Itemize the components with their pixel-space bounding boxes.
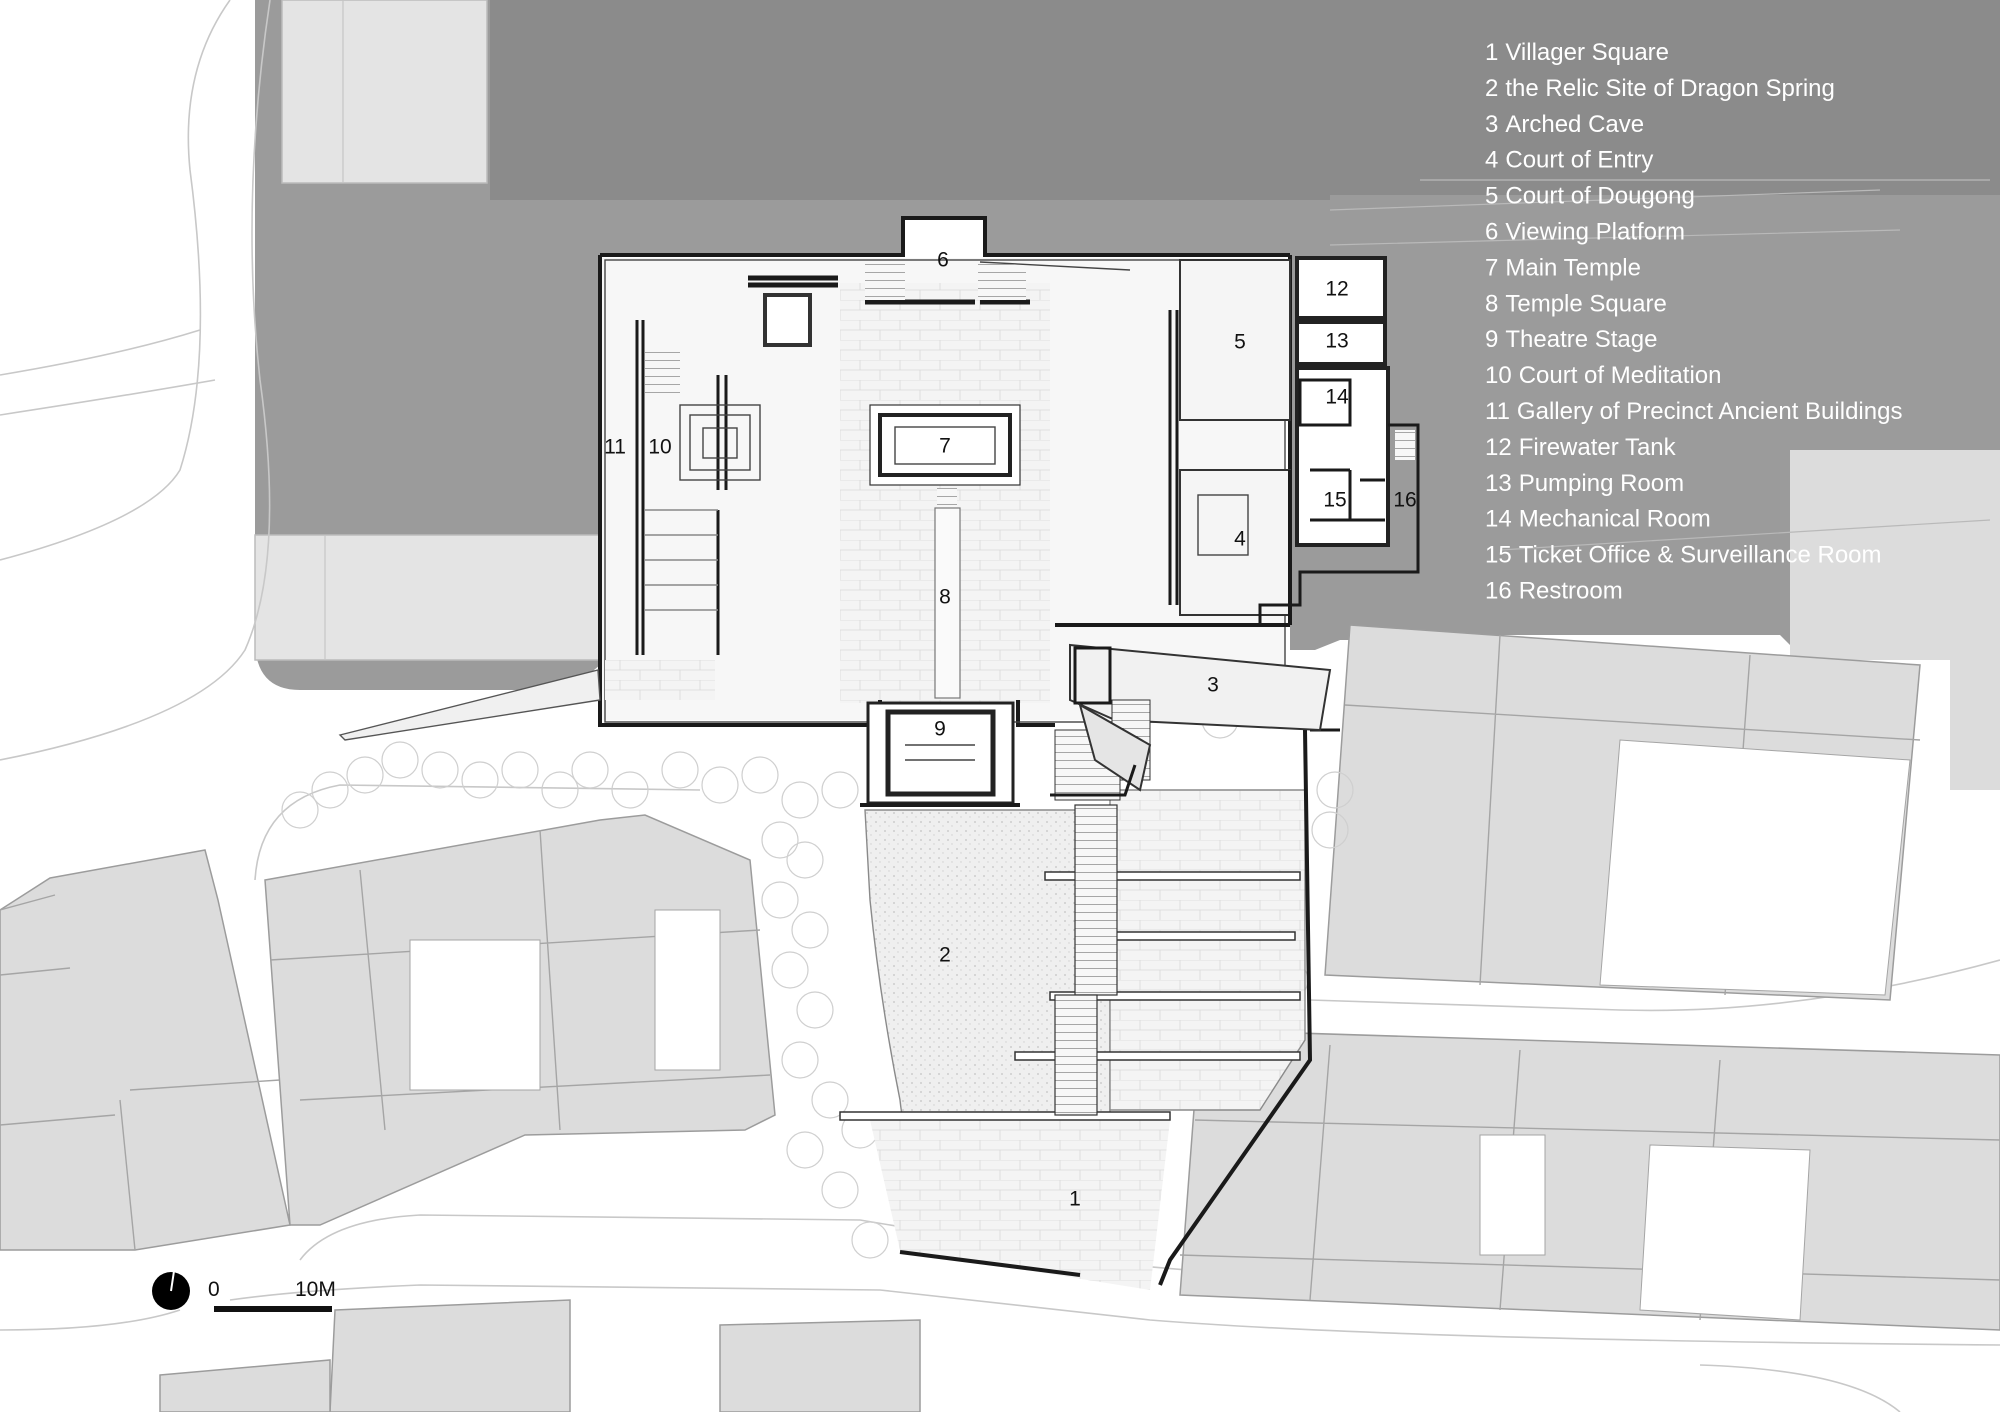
tree-icon bbox=[661, 751, 699, 789]
plan-label-10: 10 bbox=[648, 436, 671, 459]
plan-label-6: 6 bbox=[937, 249, 949, 272]
tree-icon bbox=[811, 1081, 849, 1119]
legend-item-name: the Relic Site of Dragon Spring bbox=[1505, 75, 1835, 102]
legend-item-name: Villager Square bbox=[1505, 39, 1669, 66]
legend-item-name: Ticket Office & Surveillance Room bbox=[1519, 542, 1882, 569]
legend-item-name: Court of Dougong bbox=[1505, 183, 1694, 210]
north-arrow-icon bbox=[152, 1270, 190, 1310]
plan-label-5: 5 bbox=[1234, 331, 1246, 354]
tree-icon bbox=[1311, 811, 1349, 849]
legend-item-name: Court of Entry bbox=[1505, 147, 1653, 174]
legend-item-name: Mechanical Room bbox=[1519, 506, 1711, 533]
plan-label-3: 3 bbox=[1207, 674, 1219, 697]
tree-icon bbox=[761, 881, 799, 919]
tree-icon bbox=[761, 821, 799, 859]
legend-item-name: Firewater Tank bbox=[1519, 434, 1677, 461]
tree-icon bbox=[611, 771, 649, 809]
tree-icon bbox=[786, 1131, 824, 1169]
tree-icon bbox=[281, 791, 319, 829]
plan-label-4: 4 bbox=[1234, 528, 1246, 551]
tree-icon bbox=[701, 766, 739, 804]
tree-icon bbox=[771, 951, 809, 989]
plan-label-12: 12 bbox=[1325, 278, 1348, 301]
legend-item-name: Arched Cave bbox=[1505, 111, 1644, 138]
legend-item-name: Restroom bbox=[1519, 578, 1623, 605]
tree-icon bbox=[781, 1041, 819, 1079]
temple-complex bbox=[338, 216, 1420, 807]
tree-icon bbox=[1316, 771, 1354, 809]
legend-item-name: Temple Square bbox=[1505, 290, 1666, 317]
terraces bbox=[839, 728, 1340, 1286]
legend-item-name: Gallery of Precinct Ancient Buildings bbox=[1517, 398, 1903, 425]
tree-icon bbox=[461, 761, 499, 799]
plan-label-9: 9 bbox=[934, 718, 946, 741]
plan-labels: 1 2 3 4 5 6 7 8 9 10 11 12 13 14 15 16 bbox=[604, 249, 1417, 1211]
tree-icon bbox=[381, 741, 419, 779]
scale-bar-end: 10M bbox=[295, 1278, 336, 1301]
relic-site-area bbox=[864, 789, 1306, 1290]
tree-icon bbox=[791, 911, 829, 949]
plan-label-16: 16 bbox=[1393, 489, 1416, 512]
tree-icon bbox=[786, 841, 824, 879]
scale-bar-start: 0 bbox=[208, 1278, 220, 1301]
tree-icon bbox=[781, 781, 819, 819]
plan-label-14: 14 bbox=[1325, 386, 1349, 409]
legend-item-name: Court of Meditation bbox=[1519, 362, 1722, 389]
plan-label-11: 11 bbox=[604, 436, 626, 459]
tree-icon bbox=[571, 751, 609, 789]
neighbour-buildings bbox=[0, 624, 2000, 1412]
plan-label-7: 7 bbox=[939, 435, 951, 458]
plan-label-1: 1 bbox=[1069, 1188, 1081, 1211]
tree-icon bbox=[741, 756, 779, 794]
tree-icon bbox=[821, 771, 859, 809]
plan-label-8: 8 bbox=[939, 586, 951, 609]
legend-item-name: Viewing Platform bbox=[1505, 219, 1685, 246]
legend-item-name: Pumping Room bbox=[1519, 470, 1684, 497]
plan-label-13: 13 bbox=[1325, 330, 1348, 353]
scale-bar: 0 10M bbox=[208, 1278, 336, 1312]
tree-icon bbox=[796, 991, 834, 1029]
tree-icon bbox=[851, 1221, 889, 1259]
plan-label-15: 15 bbox=[1323, 489, 1346, 512]
legend-item-name: Theatre Stage bbox=[1505, 326, 1657, 353]
tree-icon bbox=[501, 751, 539, 789]
tree-icon bbox=[421, 751, 459, 789]
tree-icon bbox=[311, 771, 349, 809]
plan-label-2: 2 bbox=[939, 944, 951, 967]
tree-icon bbox=[821, 1171, 859, 1209]
tree-icon bbox=[346, 756, 384, 794]
legend-item-name: Main Temple bbox=[1505, 254, 1641, 281]
tree-icon bbox=[541, 771, 579, 809]
